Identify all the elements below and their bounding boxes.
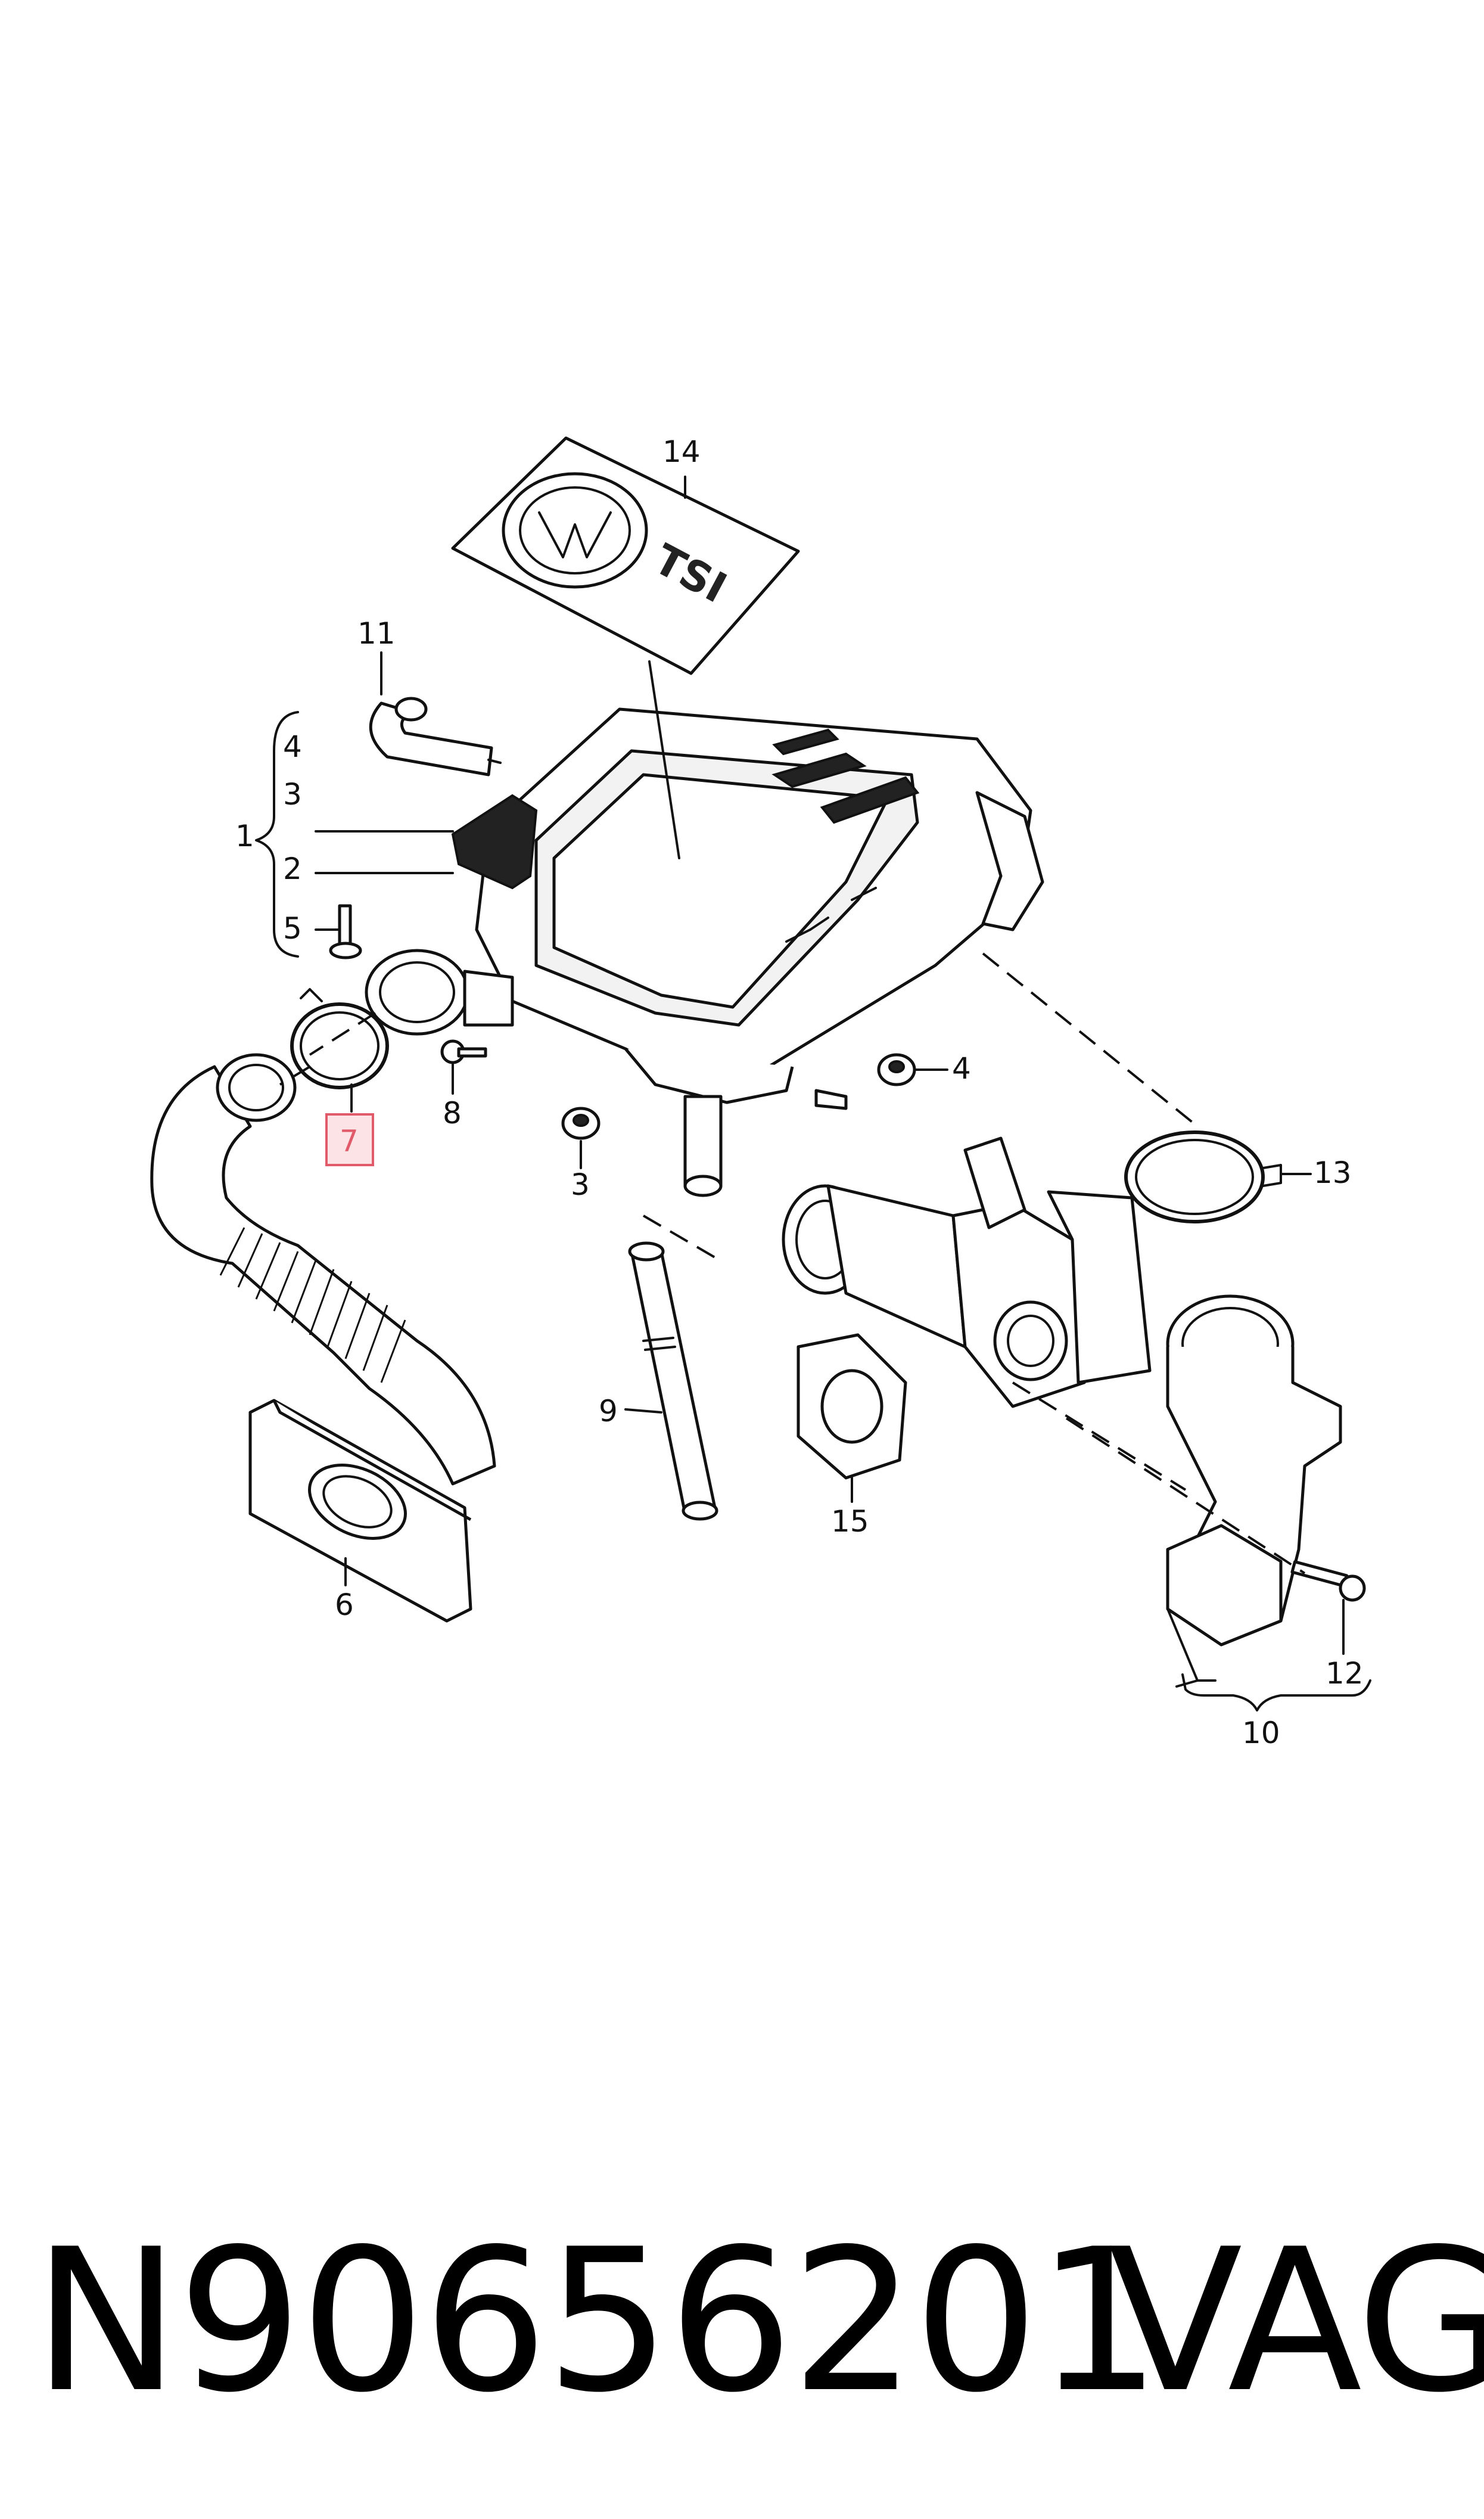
part-air-duct[interactable]	[248, 1399, 472, 1623]
callout-1[interactable]: 1	[235, 819, 254, 853]
part-gasket[interactable]	[797, 1333, 907, 1480]
brand-name: VAG	[1108, 2207, 1484, 2436]
part-filter-element[interactable]	[451, 794, 538, 890]
part-hose-clamp-7[interactable]	[290, 988, 389, 1089]
hose-corrugations	[219, 1227, 406, 1383]
callout-3-upper[interactable]: 3	[283, 777, 302, 812]
part-screw-8[interactable]	[440, 1039, 487, 1064]
part-drain-tube[interactable]	[628, 1241, 718, 1521]
part-intake-pipe[interactable]	[1166, 1294, 1342, 1647]
part-air-filter-housing[interactable]	[475, 707, 1044, 1197]
part-grommet-3[interactable]	[561, 1107, 601, 1140]
callout-7-highlight-box	[325, 1113, 374, 1166]
callout-9[interactable]: 9	[599, 1394, 618, 1428]
part-number: N90656201	[33, 2207, 1162, 2436]
callout-11[interactable]: 11	[357, 616, 396, 651]
exploded-parts-diagram: TSI	[150, 434, 1371, 1750]
callout-10[interactable]: 10	[1242, 1716, 1280, 1750]
part-intake-hose[interactable]	[150, 1053, 496, 1486]
part-engine-cover[interactable]: TSI	[451, 436, 800, 675]
callout-5[interactable]: 5	[283, 911, 302, 946]
part-intake-neck[interactable]	[365, 949, 514, 1036]
callout-4-upper[interactable]: 4	[283, 729, 302, 764]
part-hose-clamp-13[interactable]	[1124, 1130, 1282, 1223]
callout-4-lower[interactable]: 4	[952, 1051, 971, 1086]
callout-14[interactable]: 14	[662, 434, 701, 469]
callout-13[interactable]: 13	[1314, 1156, 1352, 1190]
callout-12[interactable]: 12	[1326, 1656, 1364, 1691]
callout-7[interactable]: 7	[340, 1124, 359, 1158]
callout-8[interactable]: 8	[443, 1096, 462, 1130]
callout-labels: 14 11 4 3 1 2 5 7 8 3 4 13 9 15 6 12 10	[235, 434, 1364, 1750]
part-screw-5[interactable]	[329, 904, 362, 959]
part-bolt-12[interactable]	[1290, 1560, 1366, 1602]
part-grommet-4[interactable]	[877, 1053, 916, 1086]
callout-6[interactable]: 6	[335, 1588, 354, 1622]
callout-2[interactable]: 2	[283, 852, 302, 886]
part-throttle-body[interactable]	[782, 1136, 1152, 1408]
leader-lines	[255, 476, 1371, 1712]
callout-15[interactable]: 15	[831, 1504, 869, 1539]
part-breather-hose[interactable]	[369, 697, 502, 776]
callout-3-lower[interactable]: 3	[571, 1167, 590, 1202]
